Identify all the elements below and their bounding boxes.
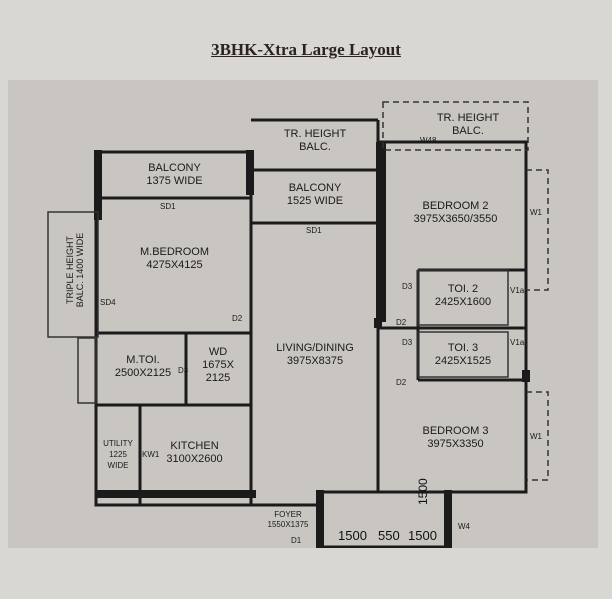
tr-balcony-left-size: BALC.	[299, 141, 331, 153]
living-dining: LIVING/DINING 3975X8375	[256, 342, 374, 368]
dim-1500-left: 1500	[338, 528, 367, 543]
page-title: 3BHK-Xtra Large Layout	[211, 40, 401, 59]
master-bedroom-name: M.BEDROOM	[139, 246, 210, 258]
tr-balcony-left: TR. HEIGHT BALC.	[253, 128, 377, 154]
dim-1500-right: 1500	[408, 528, 437, 543]
triple-height-balcony: TRIPLE HEIGHT BALC. 1400 WIDE	[65, 215, 85, 325]
bedroom-3-name: BEDROOM 3	[422, 425, 489, 437]
kitchen: KITCHEN 3100X2600	[142, 440, 247, 466]
kitchen-name: KITCHEN	[170, 440, 219, 452]
floor-plan-walls	[47, 101, 549, 548]
master-bedroom: M.BEDROOM 4275X4125	[102, 246, 247, 272]
master-toilet-name: M.TOI.	[126, 354, 160, 366]
floor-plan: TR. HEIGHT BALC. TR. HEIGHT BALC. BALCON…	[8, 80, 598, 548]
toilet-2: TOI. 2 2425X1600	[420, 283, 506, 309]
master-toilet-size: 2500X2125	[114, 367, 172, 379]
master-toilet: M.TOI. 2500X2125	[102, 354, 184, 380]
balcony-1525: BALCONY 1525 WIDE	[253, 182, 377, 208]
wd-size-1: 1675X	[202, 359, 234, 371]
kitchen-size: 3100X2600	[166, 453, 223, 465]
bedroom-3: BEDROOM 3 3975X3350	[388, 425, 523, 451]
tr-balcony-left-name: TR. HEIGHT	[283, 128, 347, 140]
tag-w1-a: W1	[530, 208, 542, 217]
bedroom-2-size: 3975X3650/3550	[413, 213, 498, 225]
tag-v1a-2: V1a	[510, 338, 525, 347]
toilet-3-name: TOI. 3	[447, 342, 479, 354]
utility: UTILITY 1225 WIDE	[98, 438, 138, 471]
living-dining-size: 3975X8375	[286, 355, 344, 367]
master-bedroom-size: 4275X4125	[146, 259, 203, 271]
foyer-size: 1550X1375	[267, 520, 309, 529]
tag-kw1: KW1	[142, 450, 160, 459]
dim-550: 550	[378, 528, 400, 543]
tag-w1-b: W1	[530, 432, 542, 441]
balcony-1375-name: BALCONY	[148, 162, 201, 174]
foyer: FOYER 1550X1375	[258, 510, 318, 530]
bedroom-3-size: 3975X3350	[427, 438, 484, 450]
balcony-1375: BALCONY 1375 WIDE	[102, 162, 247, 188]
tag-v1a-1: V1a	[510, 286, 525, 295]
tag-sd4: SD4	[100, 298, 116, 307]
utility-size-1: 1225	[109, 450, 127, 459]
tr-balcony-right-size: BALC.	[452, 125, 484, 137]
utility-name: UTILITY	[103, 439, 133, 448]
bedroom-2-name: BEDROOM 2	[422, 200, 489, 212]
triple-balc-line1: TRIPLE HEIGHT	[65, 236, 75, 305]
tag-d2-b: D2	[396, 318, 407, 327]
tag-d2-c: D2	[396, 378, 407, 387]
foyer-name: FOYER	[274, 510, 302, 519]
toilet-2-size: 2425X1600	[434, 296, 492, 308]
triple-balc-line2: BALC. 1400 WIDE	[75, 232, 85, 308]
utility-size-2: WIDE	[107, 461, 129, 470]
tag-d3-a: D3	[402, 282, 413, 291]
dim-1500-vertical: 1500	[416, 478, 430, 505]
tag-d2-a: D2	[232, 314, 243, 323]
toilet-3-size: 2425X1525	[434, 355, 492, 367]
balcony-1375-size: 1375 WIDE	[146, 175, 203, 187]
toilet-3: TOI. 3 2425X1525	[420, 342, 506, 368]
tag-sd1-a: SD1	[160, 202, 176, 211]
tag-d1: D1	[291, 536, 302, 545]
wd-name: WD	[208, 346, 228, 358]
tr-balcony-right: TR. HEIGHT BALC.	[418, 112, 518, 138]
tr-balcony-right-name: TR. HEIGHT	[436, 112, 500, 124]
wd-room: WD 1675X 2125	[188, 346, 248, 385]
tag-w48: W48	[420, 136, 437, 145]
bedroom-2: BEDROOM 2 3975X3650/3550	[388, 200, 523, 226]
balcony-1525-name: BALCONY	[288, 182, 342, 194]
tag-sd1-b: SD1	[306, 226, 322, 235]
living-dining-name: LIVING/DINING	[276, 342, 354, 354]
tag-w4: W4	[458, 522, 470, 531]
balcony-1525-size: 1525 WIDE	[286, 195, 344, 207]
tag-d3-b: D3	[402, 338, 413, 347]
toilet-2-name: TOI. 2	[447, 283, 479, 295]
tag-d3-c: D3	[178, 366, 189, 375]
wd-size-2: 2125	[205, 372, 231, 384]
